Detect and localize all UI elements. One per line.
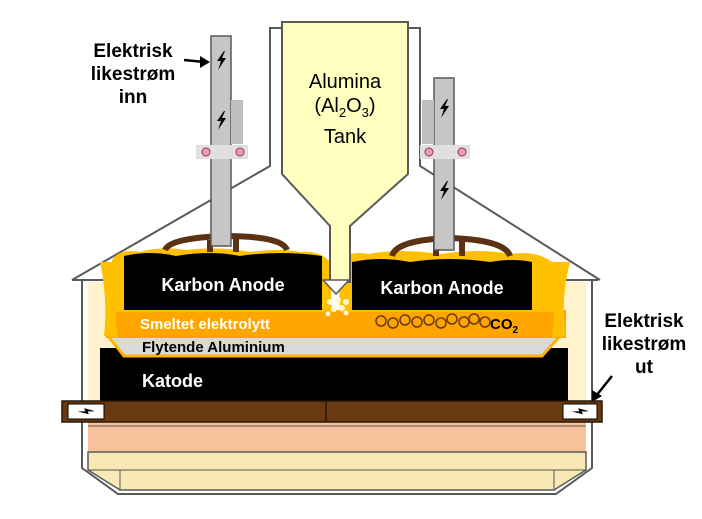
cathode-block — [100, 348, 568, 406]
current-out-line-2: likestrøm — [601, 334, 687, 355]
tank-label-line-2: (Al2O3) — [314, 95, 376, 120]
carbon-anode-right — [352, 259, 532, 310]
current-in-line-3: inn — [118, 87, 148, 108]
collector-bar — [61, 400, 603, 423]
electrolyte-label: Smeltet elektrolytt — [140, 316, 271, 333]
current-out-line-1: Elektrisk — [604, 311, 684, 332]
clamp-bolt-icon — [201, 147, 211, 157]
current-in-line-1: Elektrisk — [93, 41, 173, 62]
cathode-label: Katode — [142, 371, 204, 391]
arrow-down-icon — [321, 279, 351, 296]
current-out-line-3: ut — [635, 357, 653, 378]
current-in-label: Elektrisk likestrøm inn — [88, 40, 178, 109]
alumina-feed-particles — [325, 297, 349, 317]
aluminium-label: Flytende Aluminium — [142, 339, 285, 356]
alumina-tank — [281, 21, 409, 283]
carbon-anode-left — [124, 253, 322, 310]
anode-left-label: Karbon Anode — [161, 275, 285, 295]
current-in-line-2: likestrøm — [90, 64, 176, 85]
anode-rod-right — [420, 77, 470, 251]
co2-bubble-icon — [375, 313, 491, 329]
anode-right-label: Karbon Anode — [380, 278, 504, 298]
arrow-right-icon — [183, 56, 210, 68]
tank-label-line-3: Tank — [323, 126, 367, 148]
clamp-bolt-icon — [424, 147, 434, 157]
tank-label: Alumina (Al2O3) Tank — [282, 70, 408, 149]
arrow-down-icon — [592, 375, 613, 402]
clamp-bolt-icon — [235, 147, 245, 157]
current-out-label: Elektrisk likestrøm ut — [596, 310, 692, 379]
clamp-bolt-icon — [457, 147, 467, 157]
anode-rod-left — [196, 35, 248, 247]
co2-label: CO2 — [490, 316, 519, 336]
tank-label-line-1: Alumina — [308, 71, 382, 93]
